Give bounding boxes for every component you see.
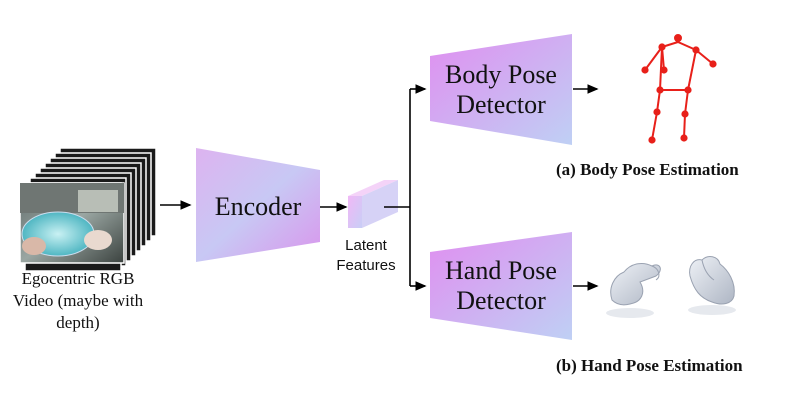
body-pose-detector-label: Body Pose Detector <box>430 60 572 120</box>
body-skeleton <box>641 34 717 144</box>
encoder-label: Encoder <box>214 192 302 221</box>
video-front-frame <box>19 182 125 264</box>
latent-feature-cuboid <box>348 180 398 228</box>
hand-pose-detector-label: Hand Pose Detector <box>430 256 572 316</box>
input-line1: Egocentric RGB <box>21 269 135 288</box>
left-hand-mesh <box>610 263 661 306</box>
body-detector-line1: Body Pose <box>445 60 557 89</box>
body-detector-line2: Detector <box>456 90 546 119</box>
hand-detector-line2: Detector <box>456 286 546 315</box>
right-hand-mesh <box>689 256 735 305</box>
hand-pose-detector-block <box>430 232 572 340</box>
hand-meshes <box>606 256 736 318</box>
encoder-block <box>196 148 320 262</box>
latent-features-label: Latent Features <box>326 236 406 276</box>
latent-features-line1: Latent <box>345 237 387 254</box>
input-video-label: Egocentric RGB Video (maybe with depth) <box>0 268 156 334</box>
hand-pose-caption: (b) Hand Pose Estimation <box>556 356 743 375</box>
branch-connector <box>384 84 427 291</box>
hand-detector-line1: Hand Pose <box>445 256 557 285</box>
latent-features-line2: Features <box>336 257 396 274</box>
video-frame-stack <box>19 147 157 272</box>
body-pose-detector-block <box>430 34 572 145</box>
body-pose-caption: (a) Body Pose Estimation <box>556 160 739 179</box>
input-line2: Video (maybe with <box>12 291 144 310</box>
input-line3: depth) <box>56 313 100 332</box>
